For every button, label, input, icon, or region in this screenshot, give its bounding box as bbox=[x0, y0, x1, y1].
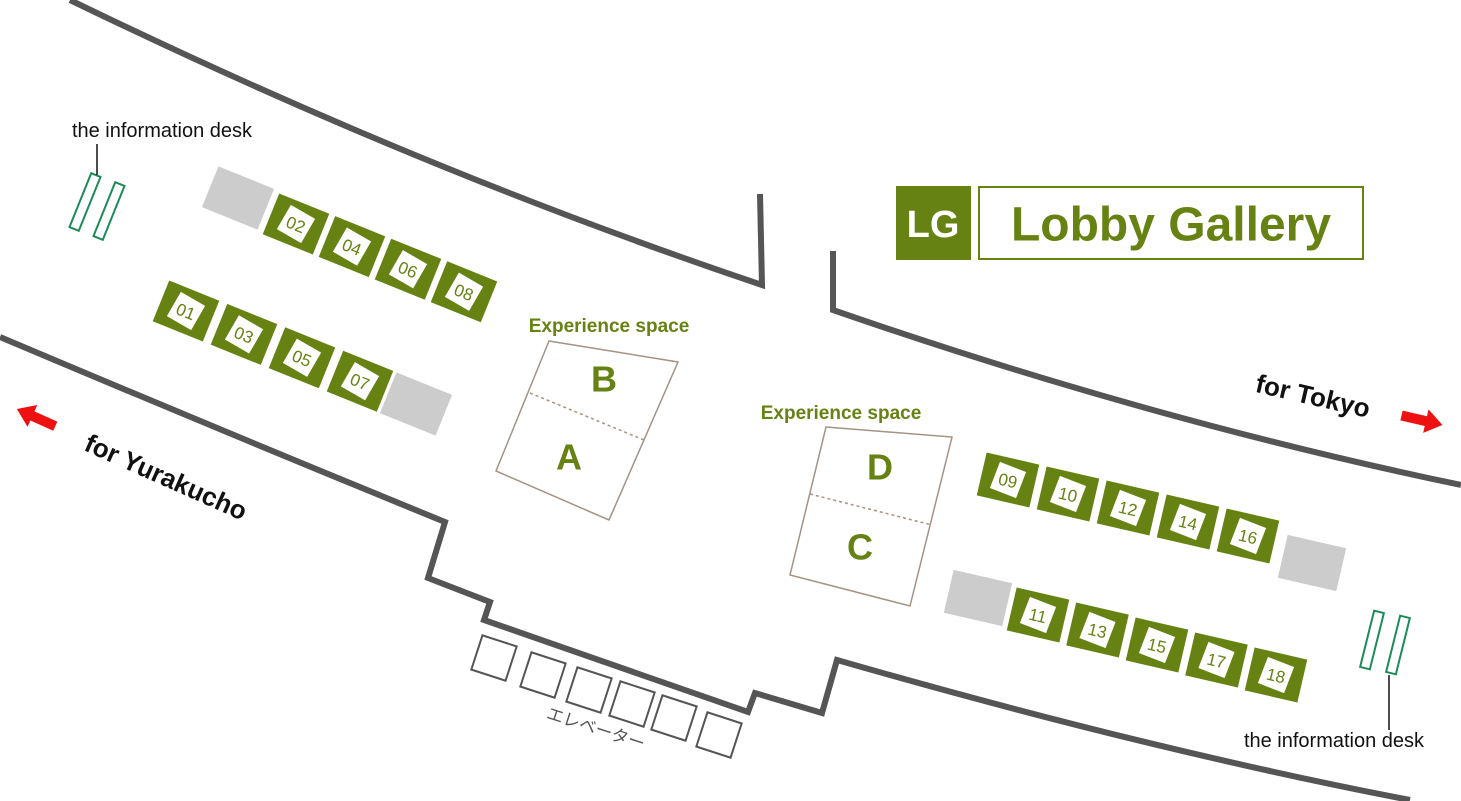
direction-label-tokyo: for Tokyo bbox=[1253, 368, 1373, 423]
booth-plate bbox=[1109, 489, 1147, 527]
page-title: Lobby Gallery bbox=[1011, 199, 1331, 252]
booth-plate bbox=[1198, 641, 1235, 679]
experience-space-ab: B A Experience space bbox=[495, 316, 690, 521]
experience-box-cd bbox=[789, 426, 953, 607]
booth-number: 15 bbox=[1145, 635, 1168, 658]
desk-icon bbox=[1384, 614, 1412, 676]
booth-05: 05 bbox=[268, 327, 336, 389]
gray-block bbox=[379, 372, 453, 436]
booth-number: 16 bbox=[1236, 526, 1259, 549]
elevator-door bbox=[565, 666, 613, 714]
info-desk-label-right: the information desk bbox=[1244, 730, 1425, 752]
gray-block bbox=[201, 166, 275, 230]
experience-space-cd: D C Experience space bbox=[761, 403, 953, 607]
booth-number: 09 bbox=[996, 470, 1019, 493]
experience-divider-cd bbox=[809, 493, 933, 526]
booth-plate bbox=[224, 315, 264, 354]
elevator-door bbox=[608, 680, 656, 728]
north-wall-left bbox=[68, 0, 766, 290]
booth-number: 10 bbox=[1056, 484, 1079, 507]
booth-03: 03 bbox=[210, 303, 278, 365]
booth-06: 06 bbox=[374, 238, 442, 300]
lg-badge bbox=[896, 186, 971, 260]
experience-label-b: B bbox=[591, 359, 617, 400]
booth-plate bbox=[444, 272, 484, 311]
title-box bbox=[978, 186, 1364, 260]
elevator-door bbox=[470, 634, 518, 682]
booth-18: 18 bbox=[1244, 647, 1308, 703]
lg-badge-text: LG bbox=[907, 204, 960, 246]
booth-08: 08 bbox=[430, 261, 498, 323]
booth-plate bbox=[276, 204, 316, 244]
booth-number: 14 bbox=[1176, 512, 1199, 535]
experience-label-d: D bbox=[867, 447, 893, 488]
experience-title-left: Experience space bbox=[529, 316, 690, 337]
booth-plate bbox=[1257, 656, 1295, 694]
booth-plate bbox=[1079, 611, 1116, 649]
gray-block bbox=[1277, 534, 1347, 592]
experience-label-c: C bbox=[847, 527, 873, 568]
elevator-door bbox=[519, 651, 567, 699]
booth-13: 13 bbox=[1066, 602, 1129, 658]
booth-07: 07 bbox=[326, 350, 394, 412]
left-arrow-icon bbox=[16, 405, 58, 431]
booth-number: 11 bbox=[1027, 605, 1048, 627]
direction-right: for Tokyo bbox=[1253, 368, 1443, 433]
desk-icon bbox=[68, 171, 102, 233]
direction-left: for Yurakucho bbox=[16, 405, 252, 526]
north-wall-right bbox=[830, 251, 1461, 488]
booth-number: 17 bbox=[1205, 650, 1228, 673]
booth-plate bbox=[388, 250, 428, 289]
gallery-header: LG Lobby Gallery bbox=[896, 186, 1364, 260]
booth-plate bbox=[1229, 517, 1267, 555]
booth-11: 11 bbox=[1006, 587, 1070, 643]
information-desk-left: the information desk bbox=[68, 120, 253, 242]
booth-10: 10 bbox=[1036, 466, 1100, 522]
booth-plate bbox=[282, 338, 322, 377]
elevator-door bbox=[650, 694, 698, 742]
booth-plate bbox=[332, 227, 372, 266]
desk-icon bbox=[92, 180, 126, 242]
booth-02: 02 bbox=[262, 193, 330, 255]
direction-label-yurakucho: for Yurakucho bbox=[80, 428, 251, 526]
south-wall bbox=[0, 334, 1411, 801]
booth-number: 13 bbox=[1086, 620, 1109, 643]
booth-plate bbox=[1138, 626, 1176, 664]
booth-04: 04 bbox=[318, 216, 386, 278]
booth-plate bbox=[166, 291, 206, 331]
experience-box-ab bbox=[495, 340, 680, 521]
booth-plate bbox=[1169, 503, 1207, 541]
elevator-door bbox=[695, 711, 743, 759]
gray-block bbox=[943, 569, 1013, 627]
booth-plate bbox=[1049, 475, 1087, 513]
desk-icon bbox=[1358, 609, 1386, 671]
booth-15: 15 bbox=[1125, 617, 1189, 673]
booth-12: 12 bbox=[1096, 480, 1160, 536]
booth-plate bbox=[989, 461, 1027, 499]
information-desk-right: the information desk bbox=[1244, 609, 1425, 752]
experience-label-a: A bbox=[556, 437, 582, 478]
booth-number: 12 bbox=[1116, 498, 1139, 521]
booth-14: 14 bbox=[1156, 494, 1220, 550]
right-arrow-icon bbox=[1400, 409, 1443, 433]
booth-plate bbox=[1019, 596, 1057, 634]
booth-16: 16 bbox=[1216, 508, 1280, 564]
experience-title-right: Experience space bbox=[761, 403, 922, 424]
booth-number: 18 bbox=[1264, 665, 1287, 688]
booth-01: 01 bbox=[152, 280, 220, 342]
info-desk-label-left: the information desk bbox=[72, 120, 253, 142]
booth-17: 17 bbox=[1185, 632, 1248, 688]
booth-plate bbox=[340, 362, 380, 401]
experience-divider-ab bbox=[529, 392, 645, 441]
booth-09: 09 bbox=[976, 452, 1040, 508]
